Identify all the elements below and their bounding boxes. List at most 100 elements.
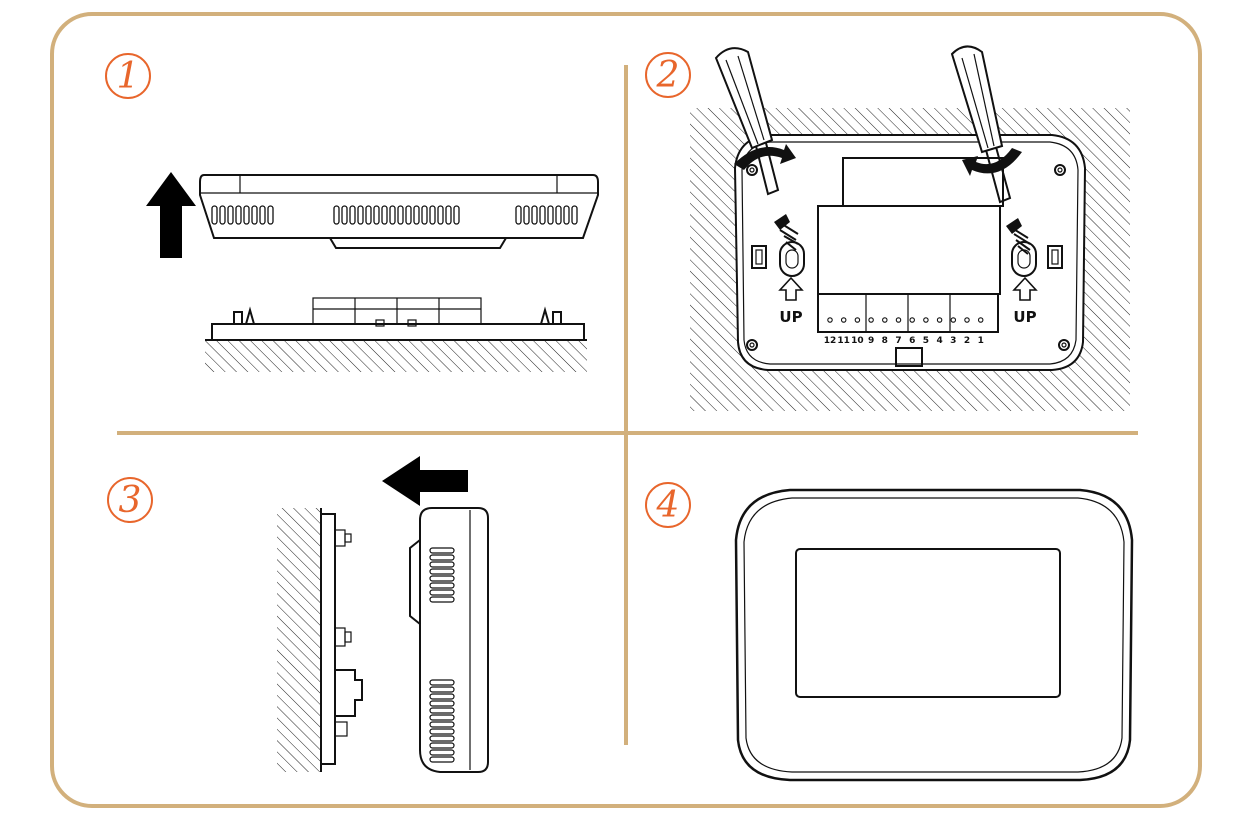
- step-1-badge: 1: [105, 53, 151, 99]
- vent-slot: [555, 205, 562, 225]
- vent-slot: [531, 205, 538, 225]
- outer-frame: [50, 12, 1202, 808]
- vent-slot: [365, 205, 372, 225]
- vent-slot: [243, 205, 250, 225]
- vent-slot: [429, 721, 455, 728]
- screw-icon: [1006, 218, 1031, 255]
- vent-slot: [429, 707, 455, 714]
- display-screen: [795, 548, 1061, 698]
- vent-slot: [429, 693, 455, 700]
- vent-slot: [219, 205, 226, 225]
- vent-slot: [357, 205, 364, 225]
- step-3-badge: 3: [107, 477, 153, 523]
- up-label-left: UP: [779, 308, 802, 326]
- vent-slot: [539, 205, 546, 225]
- terminal-label: 12: [824, 336, 837, 346]
- vent-slot: [381, 205, 388, 225]
- arrow-left-icon: [382, 456, 468, 506]
- vent-slot: [349, 205, 356, 225]
- terminal-label: 4: [936, 336, 942, 346]
- step-1-panel: 1: [105, 53, 599, 372]
- step-2-number: 2: [656, 55, 680, 96]
- terminal-label: 1: [978, 336, 984, 346]
- terminal-screw: [923, 317, 929, 323]
- terminal-label: 2: [964, 336, 970, 346]
- vent-slot: [429, 735, 455, 742]
- vent-slot: [429, 756, 455, 763]
- vent-slot: [563, 205, 570, 225]
- terminal-screw: [909, 317, 915, 323]
- vent-slot: [429, 714, 455, 721]
- vent-slot: [429, 728, 455, 735]
- vent-slot: [515, 205, 522, 225]
- up-arrow-icon: [778, 276, 804, 301]
- step-3-number: 3: [119, 480, 142, 521]
- terminal-label: 8: [882, 336, 888, 346]
- terminal-label: 3: [950, 336, 956, 346]
- step-1-number: 1: [117, 56, 140, 97]
- vent-slot: [429, 205, 436, 225]
- terminal-screws: [827, 317, 984, 323]
- vent-slot: [251, 205, 258, 225]
- terminal-screw: [895, 317, 902, 323]
- terminal-screw: [977, 317, 984, 323]
- vent-slot: [333, 205, 340, 225]
- vent-slot: [429, 575, 455, 582]
- vent-slot: [429, 547, 455, 554]
- vent-slot: [413, 205, 420, 225]
- vent-slot: [429, 596, 455, 603]
- thermostat-side-view: [199, 174, 599, 249]
- terminal-label: 9: [868, 336, 874, 346]
- vent-slot: [429, 742, 455, 749]
- terminal-label: 7: [895, 336, 901, 346]
- vent-slot: [397, 205, 404, 225]
- vent-slot: [445, 205, 452, 225]
- vent-slot: [429, 568, 455, 575]
- step-4-badge: 4: [645, 482, 691, 528]
- vent-slot: [523, 205, 530, 225]
- step-3-panel: 3: [107, 456, 489, 773]
- vent-slot: [429, 700, 455, 707]
- terminal-label: 6: [909, 336, 915, 346]
- screwdriver-icon: [714, 47, 780, 196]
- vent-slot: [211, 205, 218, 225]
- vent-slots: [429, 547, 455, 763]
- step-2-badge: 2: [645, 52, 691, 98]
- step-4-panel: 4: [645, 482, 1134, 782]
- terminal-screw: [854, 317, 861, 323]
- vent-slot: [429, 589, 455, 596]
- rotate-arrow-icon: [962, 148, 1022, 176]
- vent-slots: [211, 205, 578, 225]
- vent-slot: [259, 205, 266, 225]
- up-arrow-icon: [1012, 276, 1038, 301]
- vent-slot: [547, 205, 554, 225]
- vent-slot: [437, 205, 444, 225]
- vent-slot: [235, 205, 242, 225]
- terminal-screw: [936, 317, 943, 323]
- vent-slot: [429, 749, 455, 756]
- terminal-screw: [827, 317, 833, 323]
- terminal-screw: [882, 317, 888, 323]
- wall-hatch: [277, 508, 321, 772]
- vent-slot: [453, 205, 460, 225]
- terminal-screw: [950, 317, 957, 323]
- vent-slot: [341, 205, 348, 225]
- up-label-right: UP: [1013, 308, 1036, 326]
- arrow-up-icon: [146, 172, 196, 258]
- terminal-label: 11: [837, 336, 850, 346]
- vent-slot: [571, 205, 578, 225]
- vent-slot: [429, 582, 455, 589]
- wall-plate-side-view: [205, 297, 587, 372]
- terminal-screw: [868, 317, 874, 323]
- terminal-screw: [840, 317, 847, 323]
- terminal-label: 5: [923, 336, 929, 346]
- vent-slot: [373, 205, 380, 225]
- rotate-arrow-icon: [734, 144, 796, 170]
- vent-slot: [405, 205, 412, 225]
- vent-slot: [429, 554, 455, 561]
- vent-slot: [429, 686, 455, 693]
- screwdriver-icon: [950, 45, 1012, 204]
- vent-slot: [227, 205, 234, 225]
